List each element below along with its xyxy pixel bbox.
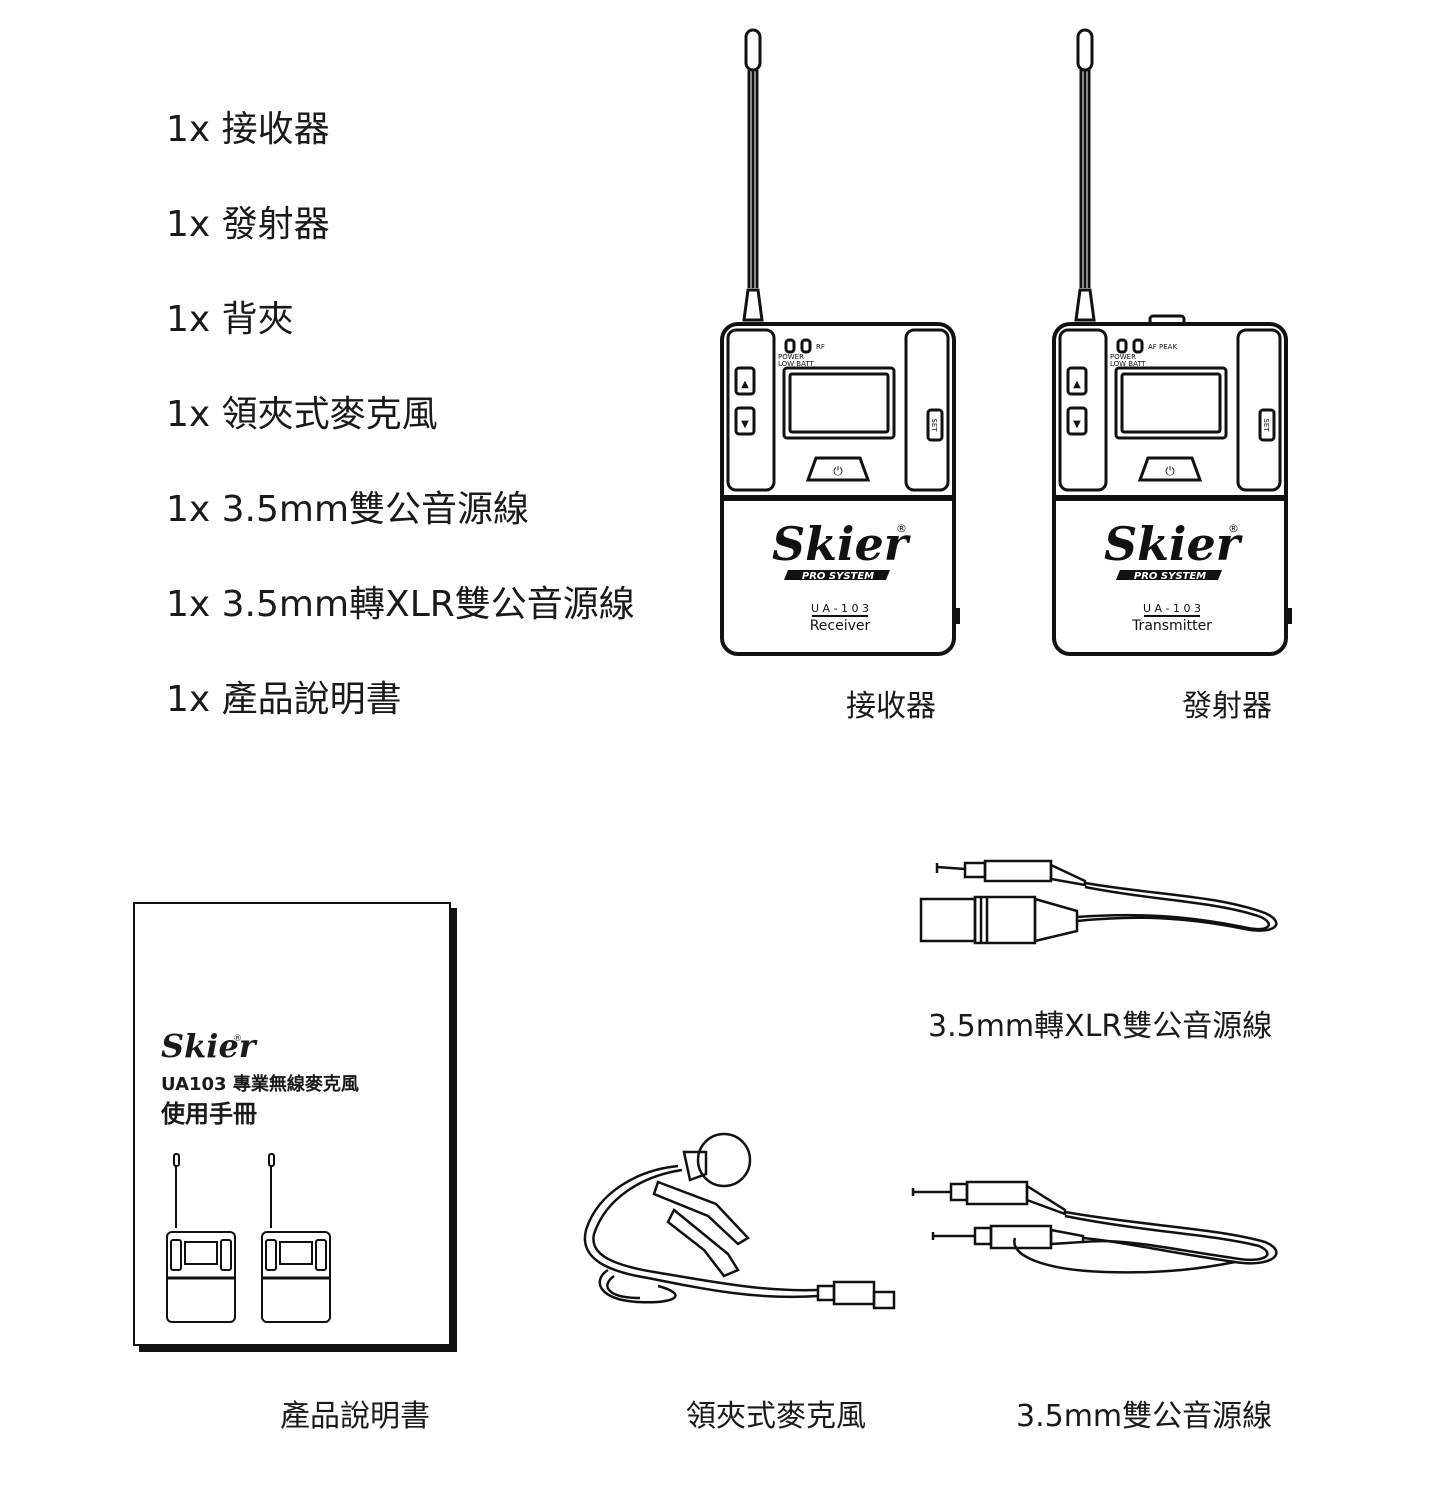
manual-title-line2: 使用手冊: [161, 1100, 257, 1128]
transmitter-caption: 發射器: [1182, 689, 1272, 724]
receiver-set-button: SET: [930, 418, 938, 432]
transmitter-power-icon: ⏻: [1165, 464, 1175, 478]
dual-cable-caption: 3.5mm雙公音源線: [1016, 1399, 1273, 1434]
transmitter-up-button: ▲: [1073, 379, 1081, 390]
manual-brand-logo: Skier: [161, 1027, 256, 1065]
xlr-cable-caption: 3.5mm轉XLR雙公音源線: [928, 1009, 1273, 1044]
contents-item-lavalier: 1x 領夾式麥克風: [166, 394, 438, 435]
receiver-led-label-top: RF: [816, 343, 825, 351]
manual-registered-mark: ®: [233, 1034, 242, 1044]
contents-item-transmitter: 1x 發射器: [166, 204, 330, 245]
manual-devices-thumbnail: [166, 1153, 331, 1323]
contents-list: 1x 接收器 1x 發射器 1x 背夾 1x 領夾式麥克風 1x 3.5mm雙公…: [166, 110, 635, 775]
receiver-tagline: PRO SYSTEM: [802, 571, 874, 582]
receiver-down-button: ▼: [741, 419, 749, 430]
contents-item-belt-clip: 1x 背夾: [166, 299, 294, 340]
receiver-illustration: ▲ ▼ SET ⏻ RF POWER LOW BATT Skier ® PRO …: [720, 28, 960, 656]
transmitter-illustration: ▲ ▼ SET ⏻ AF PEAK POWER LOW BATT Skier ®…: [1052, 28, 1292, 656]
manual-caption: 產品說明書: [280, 1399, 430, 1434]
contents-item-dual-cable: 1x 3.5mm雙公音源線: [166, 489, 530, 530]
manual-illustration: Skier ® UA103 專業無線麥克風 使用手冊: [133, 902, 451, 1346]
dual-cable-illustration: [911, 1180, 1278, 1274]
transmitter-set-button: SET: [1262, 418, 1270, 432]
receiver-up-button: ▲: [741, 379, 749, 390]
transmitter-registered-mark: ®: [1228, 522, 1239, 535]
contents-item-receiver: 1x 接收器: [166, 109, 330, 150]
transmitter-tagline: PRO SYSTEM: [1134, 571, 1206, 582]
receiver-power-icon: ⏻: [833, 464, 843, 478]
receiver-led-label-1: POWER: [778, 353, 804, 361]
lavalier-illustration: [583, 1132, 896, 1310]
transmitter-led-label-2: LOW BATT: [1110, 360, 1147, 368]
transmitter-led-label-1: POWER: [1110, 353, 1136, 361]
receiver-registered-mark: ®: [896, 522, 907, 535]
receiver-caption: 接收器: [846, 689, 936, 724]
manual-title-line1: UA103 專業無線麥克風: [161, 1074, 359, 1095]
transmitter-model: U A - 1 0 3: [1143, 602, 1201, 615]
transmitter-brand-logo: Skier: [1104, 517, 1244, 571]
contents-item-manual: 1x 產品說明書: [166, 679, 402, 720]
transmitter-led-label-top: AF PEAK: [1148, 343, 1177, 351]
xlr-cable-illustration: [919, 859, 1278, 945]
receiver-brand-logo: Skier: [772, 517, 912, 571]
receiver-model: U A - 1 0 3: [811, 602, 869, 615]
lavalier-caption: 領夾式麥克風: [686, 1399, 866, 1434]
receiver-role-label: Receiver: [810, 618, 871, 634]
contents-item-xlr-cable: 1x 3.5mm轉XLR雙公音源線: [166, 584, 635, 625]
receiver-led-label-2: LOW BATT: [778, 360, 815, 368]
transmitter-role-label: Transmitter: [1131, 618, 1212, 634]
transmitter-down-button: ▼: [1073, 419, 1081, 430]
